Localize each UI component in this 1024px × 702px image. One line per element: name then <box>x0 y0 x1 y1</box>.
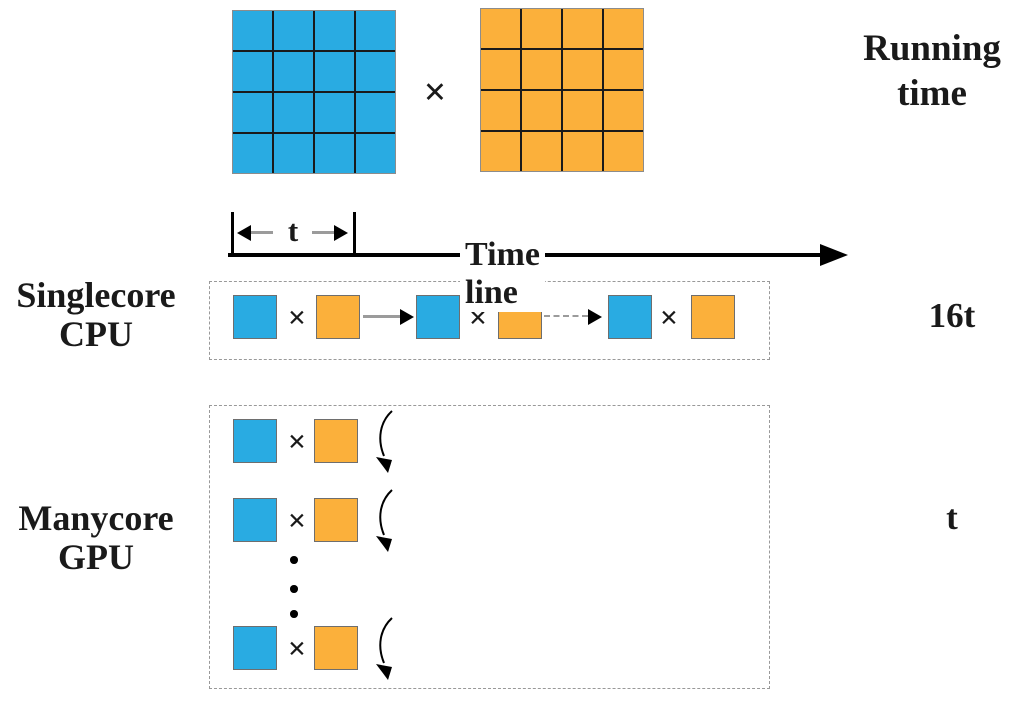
timeline-tick-right <box>353 212 356 257</box>
gpu-task-arrow-3-icon <box>376 617 393 680</box>
matrix-cell <box>481 9 521 49</box>
cpu-multiply-sign-3: × <box>659 299 679 335</box>
matrix-cell <box>233 133 273 173</box>
vertical-ellipsis-dot <box>290 556 298 564</box>
matrix-cell <box>603 9 643 49</box>
gpu-running-time-value: t <box>946 498 958 537</box>
matrix-cell <box>603 131 643 171</box>
cpu-step-arrow-solid-shaft <box>363 315 400 318</box>
matrix-cell <box>273 92 314 133</box>
matrix-cell <box>481 49 521 90</box>
matrix-cell <box>355 11 395 51</box>
gpu-row-label-line1: Manycore <box>18 498 174 538</box>
cpu-operand-blue-1 <box>233 295 277 339</box>
matrix-cell <box>562 131 603 171</box>
interval-t-label: t <box>287 213 299 248</box>
matrix-cell <box>314 11 355 51</box>
matrix-cell <box>603 90 643 131</box>
gpu-operand-orange-3 <box>314 626 358 670</box>
matrix-cell <box>355 133 395 173</box>
gpu-task-arrow-1-icon <box>376 410 393 473</box>
interval-arrow-right-icon <box>334 225 348 241</box>
matrix-cell <box>521 9 562 49</box>
gpu-operand-blue-2 <box>233 498 277 542</box>
matrix-cell <box>562 90 603 131</box>
input-matrix-blue <box>232 10 396 174</box>
cpu-multiply-sign-1: × <box>287 299 307 335</box>
gpu-multiply-sign-2: × <box>287 502 307 538</box>
matrix-cell <box>562 9 603 49</box>
timeline-tick-left <box>231 212 234 257</box>
cpu-operand-blue-3 <box>608 295 652 339</box>
matrix-cell <box>355 92 395 133</box>
vertical-ellipsis-dot <box>290 610 298 618</box>
matrix-cell <box>355 51 395 92</box>
cpu-operand-orange-1 <box>316 295 360 339</box>
interval-arrow-right-shaft <box>312 231 334 234</box>
matrix-cell <box>603 49 643 90</box>
cpu-running-time-value: 16t <box>928 296 976 335</box>
matrix-cell <box>233 51 273 92</box>
cpu-row-label-line2: CPU <box>59 314 133 354</box>
matrix-cell <box>481 131 521 171</box>
matrix-cell <box>481 90 521 131</box>
cpu-operand-blue-2 <box>416 295 460 339</box>
gpu-operand-blue-1 <box>233 419 277 463</box>
input-matrix-orange <box>480 8 644 172</box>
matrix-cell <box>233 11 273 51</box>
cpu-row-label-line1: Singlecore <box>16 275 176 315</box>
matrix-cell <box>314 133 355 173</box>
multiply-sign-matrices: × <box>423 69 447 114</box>
cpu-operand-orange-3 <box>691 295 735 339</box>
matrix-cell <box>273 133 314 173</box>
timeline-axis-label: Time line <box>460 236 545 312</box>
matrix-cell <box>562 49 603 90</box>
interval-arrow-left-shaft <box>251 231 273 234</box>
matrix-cell <box>521 49 562 90</box>
gpu-task-arrow-2-icon <box>376 489 393 552</box>
gpu-parallel-box: × × × <box>209 405 770 689</box>
matrix-cell <box>273 51 314 92</box>
matrix-cell <box>314 92 355 133</box>
interval-arrow-left-icon <box>237 225 251 241</box>
gpu-multiply-sign-3: × <box>287 630 307 666</box>
running-time-header: Running time <box>840 26 1024 116</box>
cpu-row-label: Singlecore CPU <box>0 276 192 354</box>
gpu-operand-orange-2 <box>314 498 358 542</box>
matrix-cell <box>314 51 355 92</box>
gpu-operand-blue-3 <box>233 626 277 670</box>
gpu-row-label-line2: GPU <box>58 537 134 577</box>
timeline-arrowhead-icon <box>820 244 848 266</box>
gpu-multiply-sign-1: × <box>287 423 307 459</box>
matrix-cell <box>273 11 314 51</box>
matrix-cell <box>233 92 273 133</box>
vertical-ellipsis-dot <box>290 585 298 593</box>
gpu-row-label: Manycore GPU <box>0 499 192 577</box>
running-time-header-line1: Running <box>863 28 1001 69</box>
cpu-step-arrow-dashed-shaft <box>544 315 588 317</box>
cpu-step-arrow-dashed-head-icon <box>588 309 602 325</box>
matrix-cell <box>521 90 562 131</box>
cpu-step-arrow-solid-head-icon <box>400 309 414 325</box>
matrix-cell <box>521 131 562 171</box>
gpu-operand-orange-1 <box>314 419 358 463</box>
running-time-header-line2: time <box>897 73 967 114</box>
